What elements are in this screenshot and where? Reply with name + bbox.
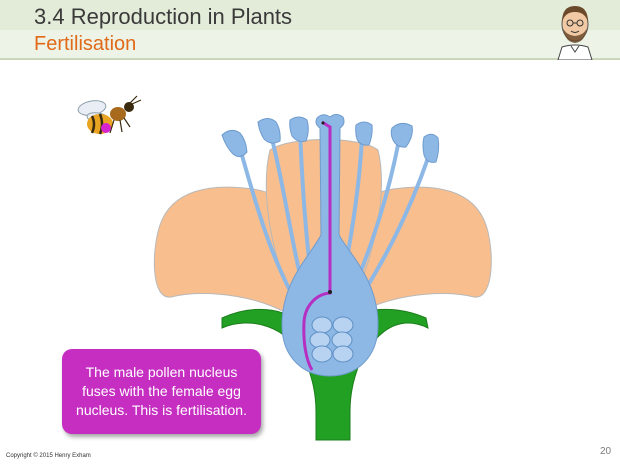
page-number: 20: [600, 446, 612, 457]
fertilisation-callout: The male pollen nucleus fuses with the f…: [62, 349, 261, 434]
callout-text: The male pollen nucleus fuses with the f…: [76, 364, 247, 418]
teacher-avatar-icon: [557, 6, 593, 60]
header-band: [0, 0, 620, 58]
slide-subtitle: Fertilisation: [34, 33, 137, 55]
copyright-notice: Copyright © 2015 Henry Exham: [6, 453, 91, 459]
header-divider: [0, 58, 620, 60]
bee-icon: [77, 95, 142, 135]
slide-title: 3.4 Reproduction in Plants: [34, 4, 293, 29]
